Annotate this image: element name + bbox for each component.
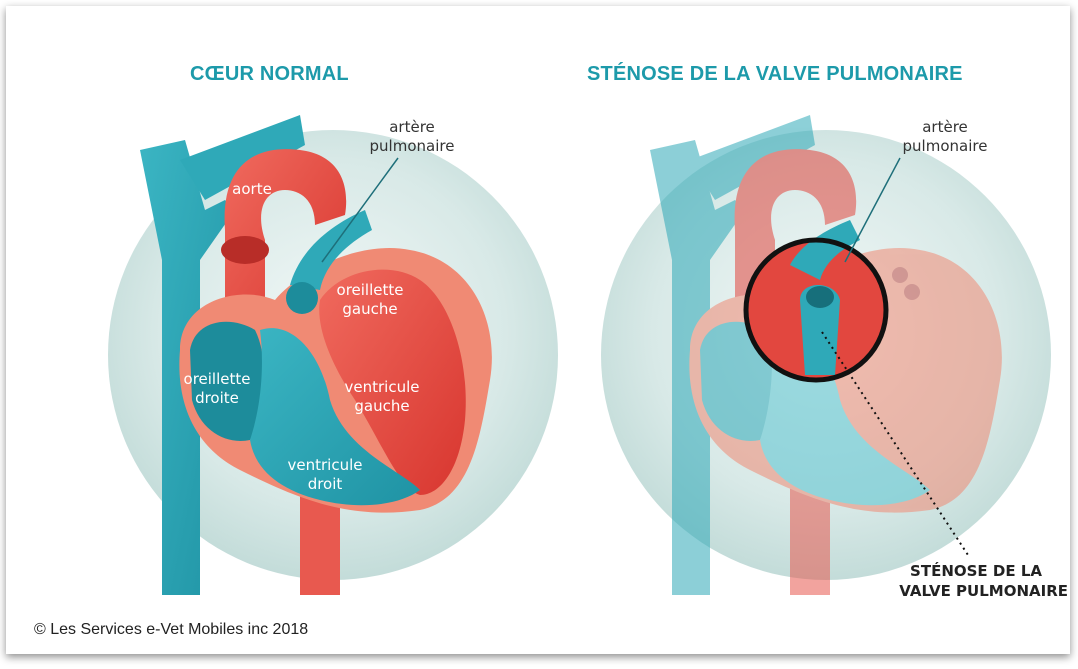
label-right-atrium-2: droite [195, 389, 239, 407]
copyright-notice: © Les Services e-Vet Mobiles inc 2018 [34, 621, 308, 639]
label-left-atrium-2: gauche [342, 300, 397, 318]
label-left-atrium-1: oreillette [337, 281, 404, 299]
label-stenosis-1: STÉNOSE DE LA [910, 561, 1042, 580]
label-aorta: aorte [232, 180, 272, 198]
label-left-ventricle-1: ventricule [345, 378, 420, 396]
stenotic-valve [806, 286, 834, 308]
label-right-ventricle-2: droit [308, 475, 343, 493]
label-stenosis-2: VALVE PULMONAIRE [899, 582, 1068, 600]
label-pulmonary-artery-2: pulmonaire [370, 137, 455, 155]
label-left-ventricle-2: gauche [354, 397, 409, 415]
label-right-ventricle-1: ventricule [288, 456, 363, 474]
label-pulmonary-artery-1: artère [389, 118, 435, 136]
aorta-opening [221, 236, 269, 264]
pulmonary-valve [286, 282, 318, 314]
label-right-atrium-1: oreillette [184, 370, 251, 388]
normal-heart-illustration: aorte artère pulmonaire oreillette gauch… [108, 115, 558, 595]
stenosis-heart-illustration: artère pulmonaire STÉNOSE DE LA VALVE PU… [601, 115, 1068, 600]
label-pulmonary-artery-1b: artère [922, 118, 968, 136]
label-pulmonary-artery-2b: pulmonaire [903, 137, 988, 155]
